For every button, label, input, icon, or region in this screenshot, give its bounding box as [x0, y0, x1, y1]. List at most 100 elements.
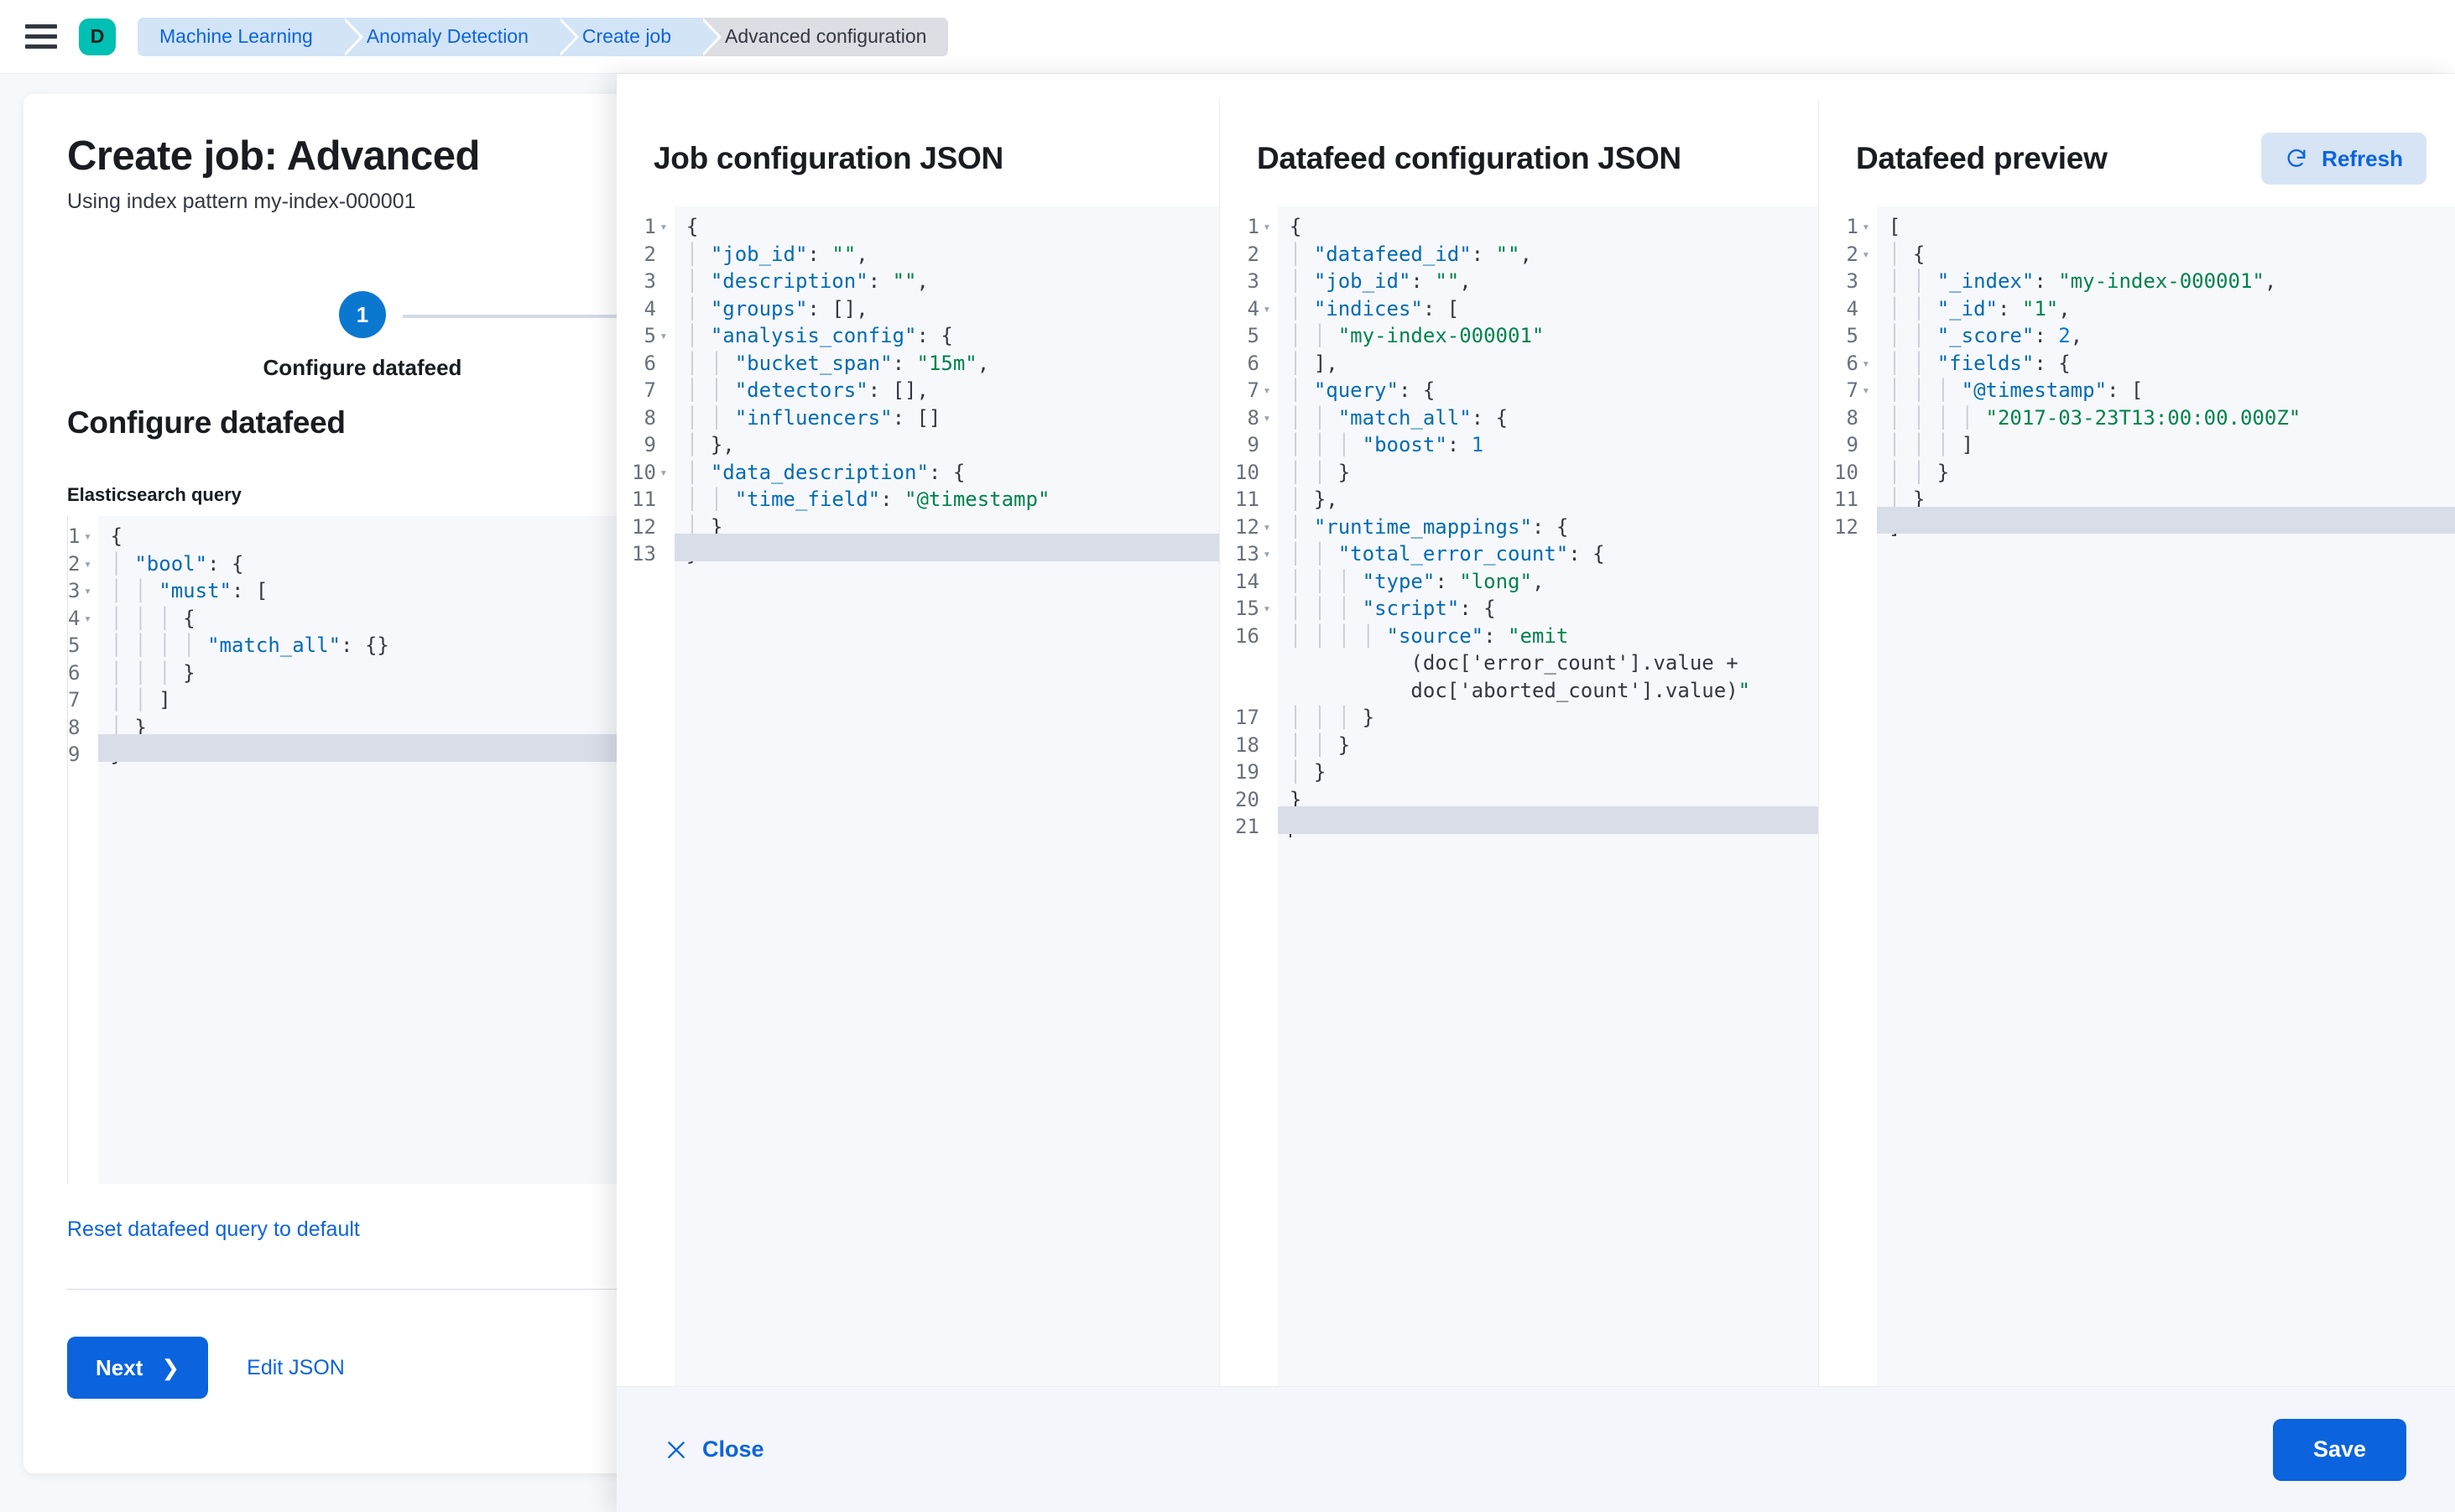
code-line: │ "job_id": "",	[685, 242, 868, 266]
line-number: 4▾	[68, 606, 91, 630]
code-line: │ │ "bucket_span": "15m",	[685, 351, 990, 375]
job-configuration-header: Job configuration JSON	[617, 129, 1219, 188]
code-line: │ │ "_id": "1",	[1888, 296, 2071, 321]
code-line: │ │ "fields": {	[1888, 351, 2071, 375]
code-line: │ }	[685, 514, 723, 539]
line-number: 7▾	[1846, 378, 1870, 402]
line-number: 2	[1247, 242, 1259, 266]
code-line: │ │ │ "type": "long",	[1289, 569, 1545, 593]
code-line: │ "indices": [	[1289, 296, 1460, 321]
code-line: {	[1289, 215, 1302, 238]
page-subtitle: Using index pattern my-index-000001	[67, 190, 416, 213]
line-number: 9	[1846, 433, 1858, 456]
datafeed-configuration-header: Datafeed configuration JSON	[1220, 129, 1818, 188]
code-line: │ "analysis_config": {	[685, 324, 953, 347]
hamburger-menu-icon[interactable]	[25, 19, 60, 55]
line-number: 10	[1834, 460, 1858, 484]
code-line: │ │ "detectors": [],	[685, 378, 929, 402]
space-avatar[interactable]: D	[79, 18, 116, 55]
line-number: 5	[1846, 324, 1858, 347]
code-line: │ {	[1888, 242, 1926, 266]
chevron-right-icon: ❯	[161, 1354, 180, 1380]
breadcrumb-item-create-job[interactable]: Create job	[556, 17, 722, 56]
line-number: 12	[632, 514, 656, 539]
line-number: 2▾	[68, 551, 91, 576]
top-header: D Machine Learning Anomaly Detection Cre…	[0, 0, 2455, 74]
code-line: │ │ }	[1888, 460, 1950, 484]
line-number: 12	[1834, 514, 1858, 539]
code-line: │ │ "time_field": "@timestamp"	[685, 487, 1050, 511]
code-line: │ }	[110, 715, 147, 739]
line-number: 9	[68, 743, 81, 766]
code-line: │ │ "influencers": []	[685, 405, 941, 430]
breadcrumb-item-anomaly-detection[interactable]: Anomaly Detection	[341, 17, 579, 56]
code-line: doc['aborted_count'].value)"	[1410, 678, 1751, 702]
code-line: │ │ "total_error_count": {	[1289, 542, 1605, 566]
close-button[interactable]: Close	[665, 1436, 764, 1462]
line-number: 3	[1846, 269, 1858, 293]
line-number: 2	[644, 242, 656, 266]
code-line: │ │ │ {	[110, 606, 195, 630]
line-number: 5	[68, 633, 81, 657]
divider	[67, 1289, 658, 1290]
code-line: │ │ │ "boost": 1	[1289, 433, 1484, 456]
editor-code[interactable]: {│ "datafeed_id": "",│ "job_id": "",│ "i…	[1277, 206, 1818, 1386]
line-number: 5▾	[644, 324, 668, 347]
flyout-footer: Close Save	[617, 1386, 2455, 1512]
close-button-label: Close	[702, 1436, 764, 1462]
line-number: 12▾	[1235, 514, 1271, 539]
line-number: 6▾	[1846, 351, 1870, 375]
datafeed-configuration-title: Datafeed configuration JSON	[1257, 141, 1681, 175]
next-button[interactable]: Next ❯	[67, 1337, 209, 1399]
step-label-configure-datafeed: Configure datafeed	[263, 355, 462, 380]
code-line: │ │ "must": [	[110, 579, 268, 602]
breadcrumb-item-machine-learning[interactable]: Machine Learning	[138, 17, 363, 56]
editor-code[interactable]: {│ "job_id": "",│ "description": "",│ "g…	[674, 206, 1219, 1386]
code-line: │ │ │ │ "match_all": {}	[110, 633, 389, 657]
edit-json-link[interactable]: Edit JSON	[247, 1355, 345, 1379]
line-number: 9	[644, 433, 656, 456]
code-line: │ │ "match_all": {	[1289, 405, 1509, 430]
line-number: 17	[1235, 706, 1259, 729]
line-number: 11	[1834, 487, 1858, 511]
line-number: 1▾	[1846, 215, 1870, 238]
reset-datafeed-query-link[interactable]: Reset datafeed query to default	[67, 1217, 360, 1241]
line-number: 14	[1235, 569, 1259, 593]
save-button[interactable]: Save	[2272, 1418, 2406, 1481]
code-line: (doc['error_count'].value +	[1410, 651, 1738, 675]
refresh-button[interactable]: Refresh	[2261, 133, 2426, 185]
line-number: 6	[1247, 351, 1259, 375]
line-number: 13	[632, 542, 656, 566]
code-line: │ │ }	[1289, 460, 1351, 484]
code-line: │ "job_id": "",	[1289, 269, 1472, 293]
line-number: 1▾	[68, 524, 91, 548]
code-line: │ │ │ │ "source": "emit	[1289, 623, 1569, 648]
code-line: │ │ "_index": "my-index-000001",	[1888, 269, 2277, 293]
line-number: 1▾	[1247, 215, 1271, 238]
code-line: │ "data_description": {	[685, 460, 966, 484]
line-number: 7▾	[1247, 378, 1271, 402]
editor-code[interactable]: {│ "bool": {│ │ "must": [│ │ │ {│ │ │ │ …	[98, 516, 658, 1184]
line-number: 8	[68, 715, 81, 739]
job-configuration-title: Job configuration JSON	[654, 141, 1003, 175]
code-line: │ "bool": {	[110, 551, 244, 576]
editor-code[interactable]: [│ {│ │ "_index": "my-index-000001",│ │ …	[1876, 206, 2455, 1386]
code-line: │ │ "my-index-000001"	[1289, 324, 1545, 347]
line-number: 19	[1235, 760, 1259, 784]
code-line: │ │ │ ]	[1888, 433, 1974, 456]
code-line: │ "runtime_mappings": {	[1289, 514, 1569, 539]
line-number: 10	[1235, 460, 1259, 484]
line-number: 9	[1247, 433, 1259, 456]
breadcrumb-item-advanced-configuration: Advanced configuration	[700, 17, 949, 56]
step-indicator-1[interactable]: 1	[339, 291, 386, 338]
datafeed-preview-header: Datafeed preview Refresh	[1819, 129, 2455, 188]
